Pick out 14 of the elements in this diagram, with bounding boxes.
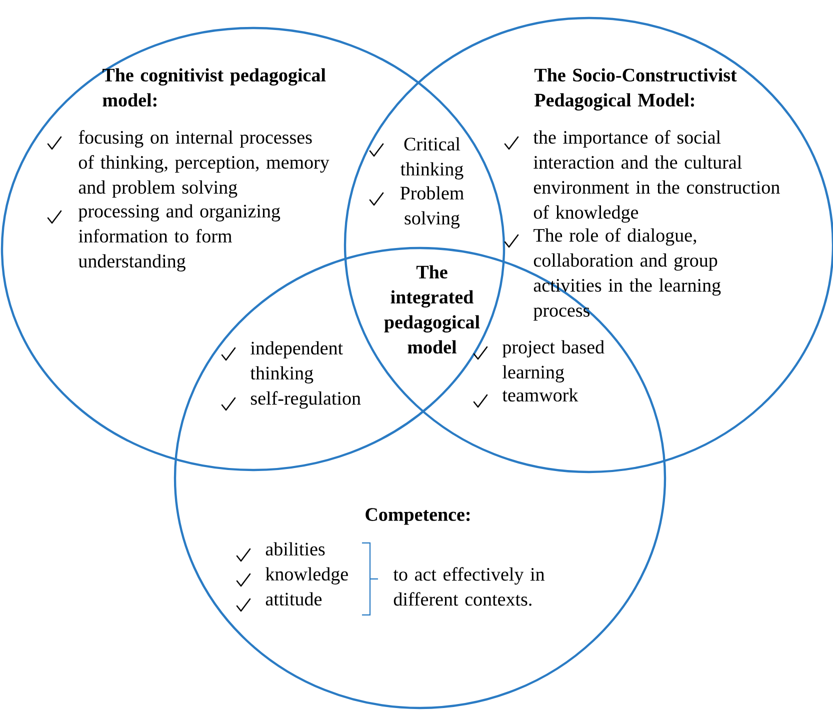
bullet-text: abilities [266,542,325,556]
bullet-text: Critical thinking [400,137,464,180]
bullet-text: self-regulation [251,391,361,409]
bullet-text: teamwork [502,388,578,402]
bullet-text: processing and organizing information to form understanding [78,204,280,272]
note-text: to act effectively in different contexts. [393,567,544,606]
bullet-text: the importance of social interaction and the cultural environment in the construction of knowledge [533,130,780,223]
heading: The Socio-Constructivist Pedagogical Model: [534,68,737,111]
heading: Competence: [366,508,470,525]
bullet-text: Problem solving [400,186,464,228]
heading: The cognitivist pedagogical model: [102,68,326,107]
bullet-text: knowledge [266,567,348,584]
center-title: The integrated pedagogical model [384,265,480,354]
bullet-text: attitude [266,592,322,606]
